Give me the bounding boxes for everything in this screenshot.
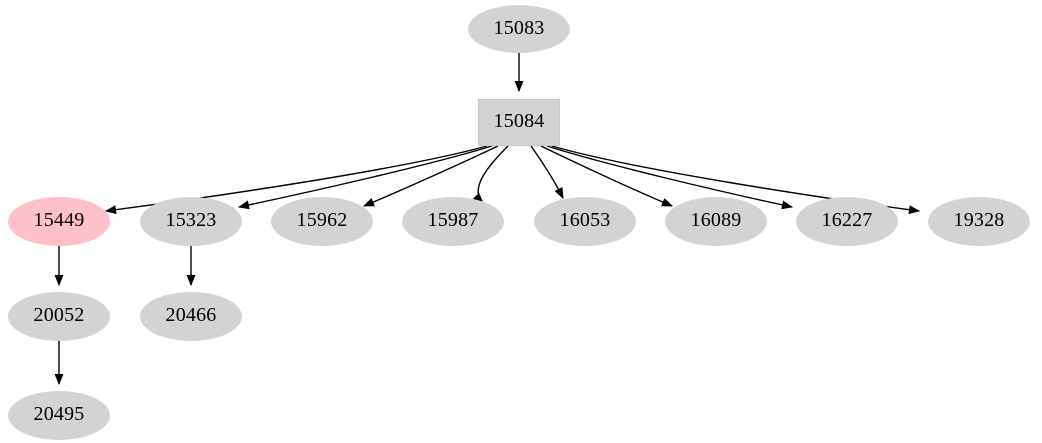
graph-node-label: 15083 (493, 16, 545, 39)
graph-node-label: 15987 (427, 209, 479, 231)
edge-15084-to-15987 (472, 145, 509, 204)
graph-node-label: 15962 (296, 209, 348, 231)
graph-node-label: 20466 (165, 304, 217, 326)
graph-node-label: 16089 (690, 209, 742, 231)
graph-node-20052[interactable]: 20052 (8, 291, 110, 341)
graph-node-15323[interactable]: 15323 (140, 196, 242, 246)
graph-node-20466[interactable]: 20466 (140, 291, 242, 341)
edge-15084-to-16053 (530, 145, 564, 200)
graph-node-label: 16053 (559, 209, 611, 231)
graph-node-15449[interactable]: 15449 (8, 196, 110, 246)
graph-node-label: 15084 (493, 110, 545, 132)
graph-node-label: 16227 (821, 209, 873, 231)
graph-node-19328[interactable]: 19328 (928, 196, 1030, 246)
edge-15084-to-15323 (237, 145, 493, 210)
graph-node-label: 15449 (33, 209, 85, 231)
graph-node-15962[interactable]: 15962 (271, 196, 373, 246)
graph-node-20495[interactable]: 20495 (8, 390, 110, 440)
graph-node-label: 19328 (953, 209, 1005, 231)
graph-node-15987[interactable]: 15987 (402, 196, 504, 246)
graph-node-label: 15323 (165, 209, 217, 231)
graph-node-label: 20052 (33, 304, 85, 326)
graph-node-label: 20495 (33, 403, 85, 425)
graph-node-15084[interactable]: 15084 (478, 98, 560, 146)
graph-node-15083[interactable]: 15083 (468, 4, 570, 53)
graph-node-16089[interactable]: 16089 (665, 196, 767, 246)
edge-15084-to-16227 (546, 145, 794, 210)
edge-15084-to-15449 (104, 145, 488, 215)
graph-node-16227[interactable]: 16227 (796, 196, 898, 246)
edge-15084-to-15962 (362, 145, 499, 207)
graph-node-16053[interactable]: 16053 (534, 196, 636, 246)
edge-15084-to-16089 (540, 145, 674, 207)
